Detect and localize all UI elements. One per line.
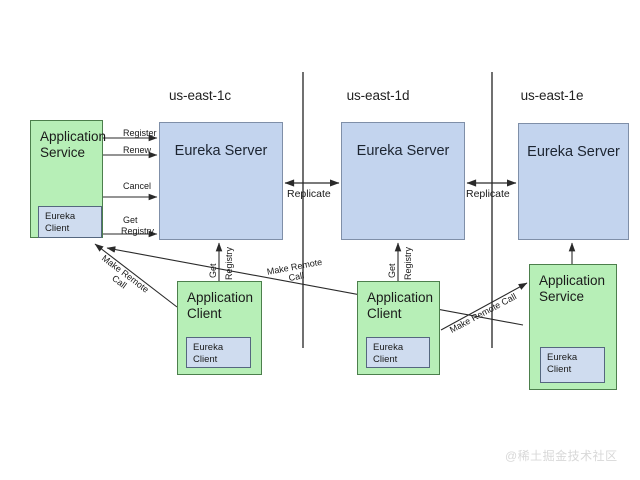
eureka-client-box: Eureka Client (38, 206, 102, 238)
edge-label-register: Register (123, 128, 157, 138)
node-title: Application Service (40, 129, 107, 161)
zone-label-us-east-1d: us-east-1d (346, 88, 410, 103)
node-title: Eureka Server (527, 144, 620, 160)
edge-label-registry: Registry (121, 226, 155, 236)
edge-make-remote-call-2 (106, 246, 524, 326)
eureka-client-label: Eureka Client (193, 342, 224, 365)
edge-label-get-1d: Get (387, 263, 397, 278)
watermark: @稀土掘金技术社区 (505, 449, 618, 463)
node-application-client-1c[interactable]: Application Client Eureka Client (177, 281, 262, 375)
edge-label-get-1c: Get (208, 263, 218, 278)
eureka-client-label: Eureka Client (373, 342, 404, 365)
node-application-service-left[interactable]: Application Service Eureka Client (30, 120, 107, 238)
node-title: Application Service (539, 273, 606, 305)
zone-label-us-east-1e: us-east-1e (520, 88, 584, 103)
zone-label-us-east-1c: us-east-1c (168, 88, 232, 103)
node-title: Application Client (367, 290, 434, 322)
edge-label-replicate-left: Replicate (287, 188, 331, 200)
node-title: Eureka Server (174, 143, 268, 159)
eureka-client-box: Eureka Client (540, 347, 605, 383)
edge-label-cancel: Cancel (123, 181, 152, 191)
edge-label-registry-1c: Registry (224, 246, 234, 280)
edge-make-remote-call-3 (440, 282, 528, 331)
edge-label-get: Get (123, 215, 138, 225)
node-title: Application Client (187, 290, 254, 322)
eureka-client-label: Eureka Client (547, 352, 578, 375)
edge-make-remote-call-1 (94, 243, 178, 308)
eureka-client-label: Eureka Client (45, 211, 76, 234)
node-application-service-right[interactable]: Application Service Eureka Client (529, 264, 617, 390)
node-title: Eureka Server (356, 143, 450, 159)
eureka-client-box: Eureka Client (186, 337, 251, 368)
node-eureka-server-1c[interactable]: Eureka Server (159, 122, 283, 240)
edge-label-registry-1d: Registry (403, 246, 413, 280)
node-eureka-server-1d[interactable]: Eureka Server (341, 122, 465, 240)
eureka-client-box: Eureka Client (366, 337, 430, 368)
node-eureka-server-1e[interactable]: Eureka Server (518, 123, 629, 240)
edge-label-renew: Renew (123, 145, 152, 155)
node-application-client-1d[interactable]: Application Client Eureka Client (357, 281, 440, 375)
edge-label-replicate-right: Replicate (466, 188, 510, 200)
